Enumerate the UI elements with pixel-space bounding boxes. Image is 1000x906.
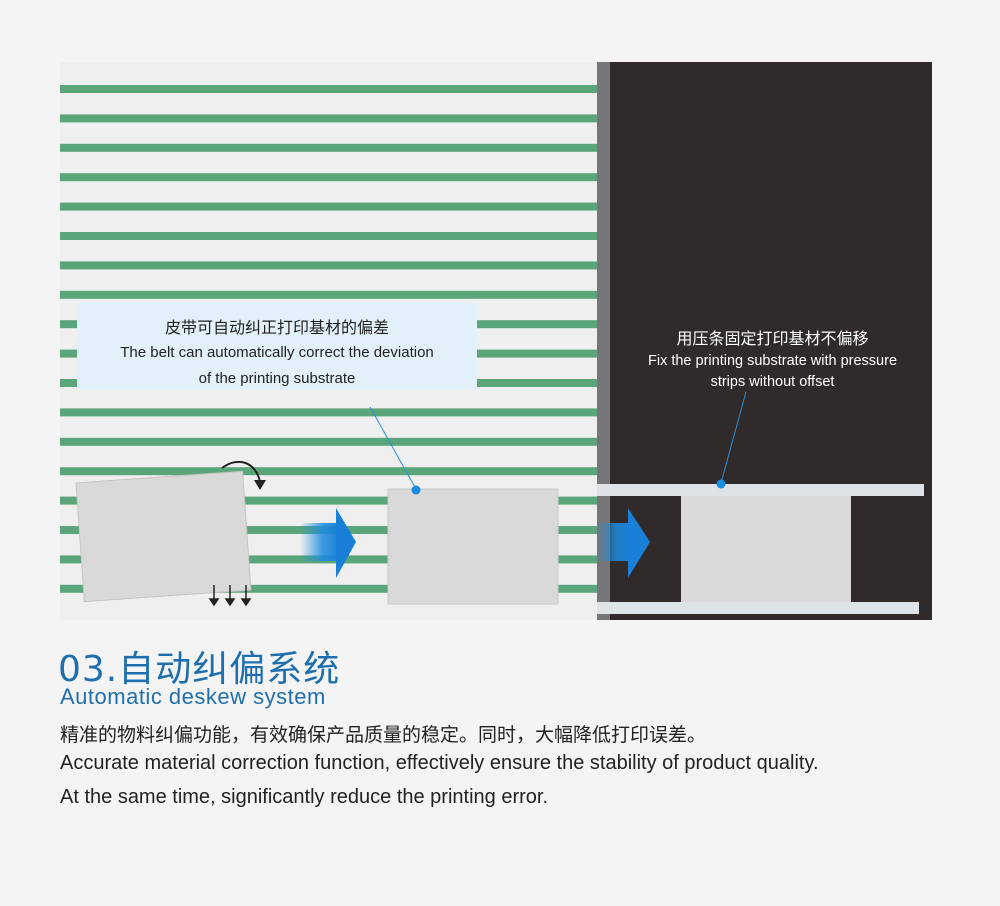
callout-belt-pointer	[369, 406, 417, 490]
callout-belt: 皮带可自动纠正打印基材的偏差 The belt can automaticall…	[77, 302, 477, 390]
belt-stripe	[60, 85, 597, 93]
description-en-line1: Accurate material correction function, e…	[60, 752, 819, 774]
rotate-arrow-icon	[221, 460, 261, 483]
callout-pressure-en-line2: strips without offset	[710, 374, 835, 390]
callout-belt-en-line2: of the printing substrate	[198, 370, 356, 387]
callout-pressure-en-line1: Fix the printing substrate with pressure	[647, 353, 898, 369]
flow-arrow-2-icon	[596, 508, 650, 578]
substrate-corrected	[387, 488, 559, 605]
belt-stripe	[60, 143, 597, 152]
callout-belt-zh: 皮带可自动纠正打印基材的偏差	[164, 318, 389, 337]
description-en-line2: At the same time, significantly reduce t…	[60, 786, 549, 808]
belt-stripe	[60, 202, 597, 211]
belt-stripe	[60, 408, 597, 417]
callout-pressure-dot	[716, 479, 726, 489]
substrate-skewed	[75, 470, 252, 603]
belt-stripe	[60, 584, 597, 593]
section-title-en: Automatic deskew system	[60, 684, 326, 709]
panel-divider	[597, 62, 610, 620]
substrate-fixed	[681, 496, 851, 602]
belt-stripe	[60, 261, 597, 270]
belt-stripe	[60, 114, 597, 123]
belt-stripe	[60, 290, 597, 299]
callout-belt-en-line1: The belt can automatically correct the d…	[120, 344, 434, 361]
belt-stripe	[60, 173, 597, 182]
rotate-arrowhead-icon	[254, 480, 266, 490]
callout-pressure-pointer	[720, 391, 747, 484]
down-arrows-icon	[208, 585, 252, 607]
pressure-strip-top	[597, 484, 924, 496]
flow-arrow-1-icon	[300, 508, 356, 578]
deskew-diagram	[60, 62, 932, 620]
description-zh: 精准的物料纠偏功能，有效确保产品质量的稳定。同时，大幅降低打印误差。	[60, 724, 707, 746]
pressure-strip-bottom	[597, 602, 919, 614]
belt-stripe	[60, 437, 597, 446]
belt-stripe	[60, 496, 597, 505]
callout-pressure-zh: 用压条固定打印基材不偏移	[676, 329, 869, 348]
callout-pressure: 用压条固定打印基材不偏移 Fix the printing substrate …	[620, 325, 925, 391]
callout-belt-dot	[411, 485, 421, 495]
belt-stripe	[60, 467, 597, 476]
belt-stripe	[60, 232, 597, 240]
section-title-zh: 03.自动纠偏系统	[58, 649, 341, 690]
